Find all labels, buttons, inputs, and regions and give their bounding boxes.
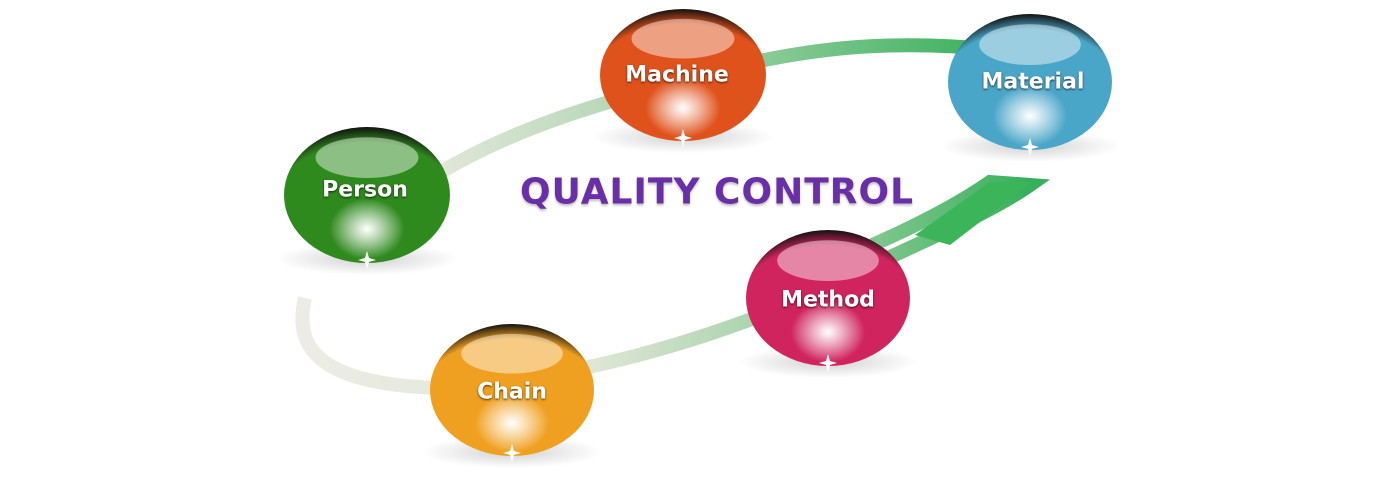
node-ball-method	[746, 230, 910, 366]
sparkle-icon	[1021, 138, 1039, 156]
node-label-chain: Chain	[477, 379, 547, 405]
node-ball-chain	[430, 324, 594, 456]
node-label-person: Person	[322, 177, 408, 203]
sparkle-icon	[819, 354, 837, 372]
sparkle-icon	[674, 129, 692, 147]
ball-highlight	[315, 137, 419, 179]
node-label-material: Material	[981, 69, 1085, 95]
ball-highlight	[777, 240, 879, 281]
ball-highlight	[631, 18, 735, 59]
node-label-machine: Machine	[625, 62, 729, 88]
node-ball-material	[948, 14, 1112, 150]
ball-highlight	[461, 333, 563, 374]
node-ball-machine	[600, 9, 766, 141]
node-ball-person	[284, 127, 450, 263]
diagram-title: QUALITY CONTROL	[519, 171, 915, 213]
sparkle-icon	[358, 251, 376, 269]
node-label-method: Method	[781, 287, 875, 313]
ball-highlight	[979, 24, 1081, 66]
sparkle-icon	[503, 444, 521, 462]
